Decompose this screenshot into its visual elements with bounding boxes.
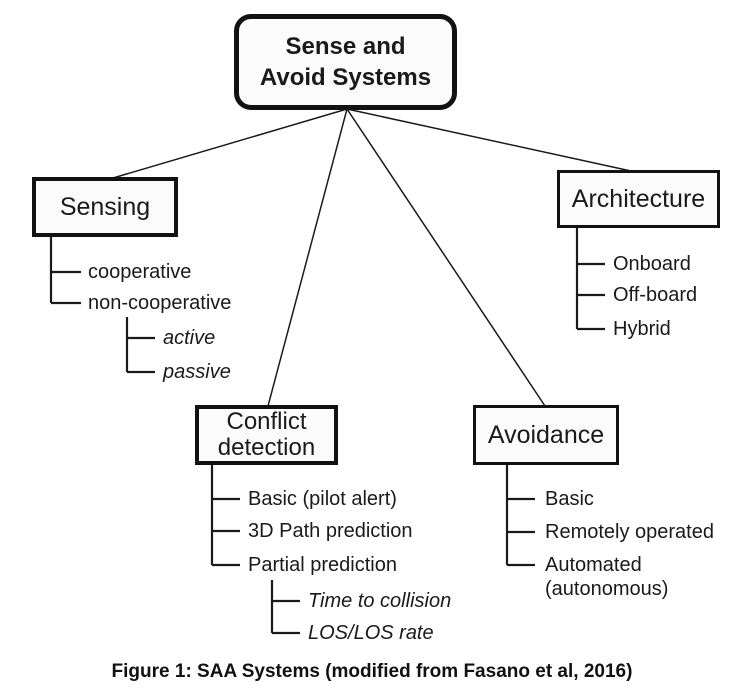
node-sensing: Sensing (32, 177, 178, 237)
leaf-time-to-collision: Time to collision (308, 590, 452, 612)
node-avoidance: Avoidance (473, 405, 619, 465)
root-fan-connectors (112, 108, 632, 407)
avoidance-bracket (505, 464, 535, 567)
root-node-label: Sense and Avoid Systems (259, 32, 432, 91)
architecture-bracket (575, 227, 605, 331)
leaf-automated-autonomous: Automated (autonomous) (545, 554, 669, 600)
conflict-detection-bracket (210, 464, 240, 567)
root-node-sense-and-avoid: Sense and Avoid Systems (234, 14, 457, 110)
connector-root-to-sensing (112, 108, 348, 179)
connector-root-to-architecture (346, 108, 632, 172)
node-architecture-label: Architecture (571, 185, 706, 213)
connector-root-to-avoidance (346, 108, 546, 407)
leaf-hybrid: Hybrid (613, 318, 671, 340)
leaf-partial-prediction: Partial prediction (248, 554, 397, 576)
leaf-non-cooperative: non-cooperative (88, 292, 232, 314)
figure-caption: Figure 1: SAA Systems (modified from Fas… (111, 661, 633, 682)
leaf-cooperative: cooperative (88, 261, 192, 283)
node-conflict-detection-label: Conflict detection (217, 408, 316, 461)
node-architecture: Architecture (557, 170, 720, 228)
leaf-active: active (163, 327, 216, 349)
sensing-bracket (49, 236, 81, 305)
partial-prediction-bracket (270, 580, 300, 635)
leaf-passive: passive (163, 361, 231, 383)
leaf-onboard: Onboard (613, 253, 691, 275)
connector-root-to-conflict-detection (267, 108, 348, 407)
node-avoidance-label: Avoidance (487, 421, 605, 449)
leaf-basic: Basic (545, 488, 594, 510)
non-cooperative-bracket (125, 317, 155, 374)
leaf-off-board: Off-board (613, 284, 698, 306)
node-sensing-label: Sensing (59, 193, 151, 221)
node-conflict-detection: Conflict detection (195, 405, 338, 465)
leaf-3d-path-prediction: 3D Path prediction (248, 520, 413, 542)
leaf-los-los-rate: LOS/LOS rate (308, 622, 434, 644)
leaf-basic-pilot-alert: Basic (pilot alert) (248, 488, 397, 510)
leaf-remotely-operated: Remotely operated (545, 521, 714, 543)
